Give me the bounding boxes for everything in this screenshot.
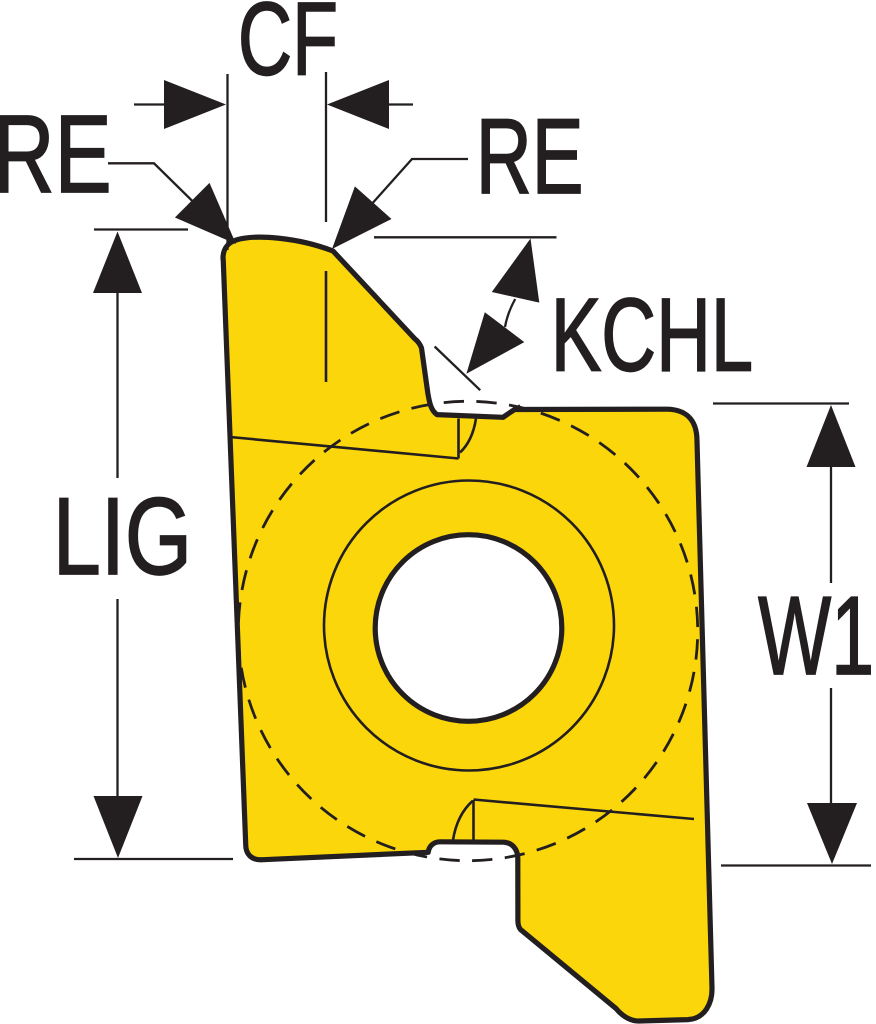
svg-text:RE: RE	[0, 92, 112, 215]
svg-text:KCHL: KCHL	[551, 277, 753, 394]
svg-text:RE: RE	[476, 96, 584, 216]
svg-text:CF: CF	[238, 0, 338, 98]
svg-text:LIG: LIG	[53, 475, 192, 597]
svg-text:W1: W1	[758, 574, 874, 698]
